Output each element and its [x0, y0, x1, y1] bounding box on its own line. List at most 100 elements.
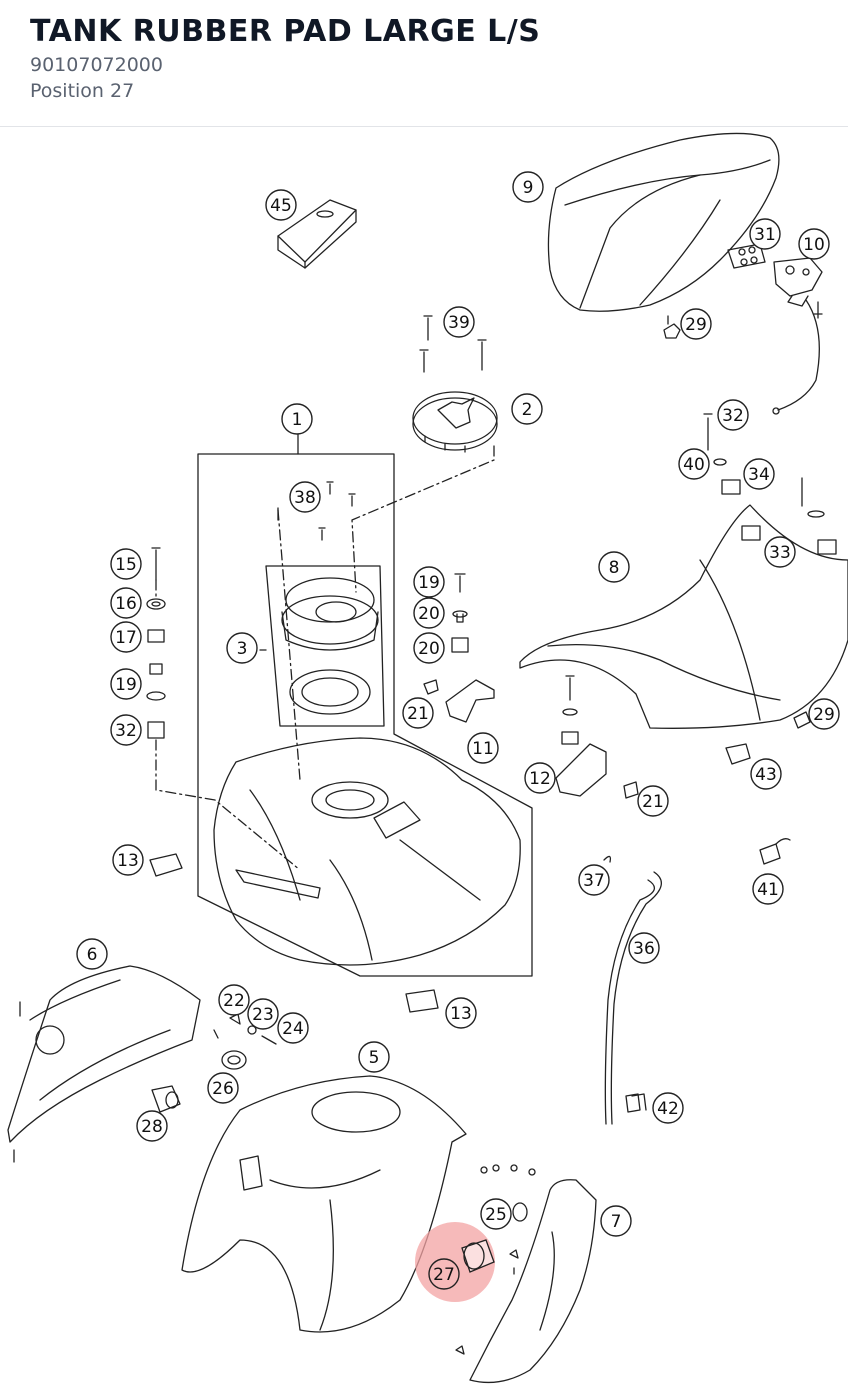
callout-circle — [467, 732, 499, 764]
callout-number: 45 — [270, 196, 292, 216]
callout-number: 40 — [683, 455, 705, 475]
callout-circle — [480, 1198, 512, 1230]
part-26 — [221, 1050, 247, 1070]
callout-circle — [281, 403, 313, 435]
highlight-position-27 — [415, 1222, 495, 1302]
part-number: 90107072000 — [30, 54, 163, 76]
callout-2: 2 — [511, 393, 543, 425]
callout-circle — [445, 997, 477, 1029]
callout-12: 12 — [524, 762, 556, 794]
callout-19: 19 — [110, 668, 142, 700]
callout-number: 38 — [294, 488, 316, 508]
callout-circle — [112, 844, 144, 876]
part-21-right — [623, 781, 639, 799]
callout-38: 38 — [289, 481, 321, 513]
callout-circle — [637, 785, 669, 817]
callout-circle — [717, 399, 749, 431]
part-hose-36 — [604, 871, 662, 1125]
callout-circle — [598, 551, 630, 583]
parts-middle-column — [423, 573, 495, 723]
callout-20: 20 — [413, 632, 445, 664]
callout-17: 17 — [110, 621, 142, 653]
callout-number: 20 — [418, 639, 440, 659]
callout-number: 25 — [485, 1205, 507, 1225]
callout-number: 7 — [611, 1212, 622, 1232]
callout-41: 41 — [752, 873, 784, 905]
callout-21: 21 — [402, 697, 434, 729]
callout-number: 13 — [450, 1004, 472, 1024]
callout-circle — [110, 714, 142, 746]
callout-29: 29 — [680, 308, 712, 340]
callout-circle — [226, 632, 258, 664]
callout-1: 1 — [281, 403, 313, 435]
callout-11: 11 — [467, 732, 499, 764]
part-28 — [151, 1085, 181, 1113]
callout-circle — [511, 393, 543, 425]
callout-circle — [743, 458, 775, 490]
callout-39: 39 — [443, 306, 475, 338]
callout-circle — [764, 536, 796, 568]
callout-36: 36 — [628, 932, 660, 964]
callout-32: 32 — [110, 714, 142, 746]
callout-number: 3 — [237, 639, 248, 659]
callout-22: 22 — [218, 984, 250, 1016]
page-header: TANK RUBBER PAD LARGE L/S 90107072000 Po… — [0, 0, 848, 127]
callout-circle — [247, 998, 279, 1030]
callout-45: 45 — [265, 189, 297, 221]
callout-circle — [413, 597, 445, 629]
callout-number: 20 — [418, 604, 440, 624]
callout-circle — [358, 1041, 390, 1073]
callout-37: 37 — [578, 864, 610, 896]
callout-26: 26 — [207, 1072, 239, 1104]
callout-number: 21 — [642, 792, 664, 812]
callout-number: 43 — [755, 765, 777, 785]
part-left-cover-6 — [7, 965, 201, 1163]
callout-16: 16 — [110, 587, 142, 619]
callout-circle — [277, 1012, 309, 1044]
callout-circle — [207, 1072, 239, 1104]
callout-circle — [110, 548, 142, 580]
part-clips-42 — [625, 1093, 647, 1113]
callout-circle — [578, 864, 610, 896]
callout-circle — [110, 587, 142, 619]
part-25 — [512, 1202, 528, 1222]
callout-number: 34 — [748, 465, 770, 485]
callout-circle — [678, 448, 710, 480]
callout-circle — [136, 1110, 168, 1142]
part-13-left — [149, 853, 183, 877]
callout-number: 41 — [757, 880, 779, 900]
callout-31: 31 — [749, 218, 781, 250]
callout-23: 23 — [247, 998, 279, 1030]
callout-number: 33 — [769, 543, 791, 563]
callout-circle — [808, 698, 840, 730]
part-13-center — [405, 989, 439, 1013]
callout-15: 15 — [110, 548, 142, 580]
callout-number: 29 — [813, 705, 835, 725]
parts-right-upper — [703, 413, 837, 555]
callout-number: 39 — [448, 313, 470, 333]
part-tank-cover-5 — [181, 1075, 467, 1333]
callout-19: 19 — [413, 566, 445, 598]
callout-number: 5 — [369, 1048, 380, 1068]
callout-24: 24 — [277, 1012, 309, 1044]
callout-circle — [798, 228, 830, 260]
callout-number: 21 — [407, 704, 429, 724]
callout-3: 3 — [226, 632, 258, 664]
callout-number: 6 — [87, 945, 98, 965]
callout-number: 31 — [754, 225, 776, 245]
callout-number: 22 — [223, 991, 245, 1011]
part-29-top — [663, 315, 681, 339]
callout-number: 28 — [141, 1117, 163, 1137]
callout-40: 40 — [678, 448, 710, 480]
callout-33: 33 — [764, 536, 796, 568]
callout-10: 10 — [798, 228, 830, 260]
assembly-frame-1 — [197, 431, 533, 977]
callout-circle — [402, 697, 434, 729]
callout-9: 9 — [512, 171, 544, 203]
part-fuel-tank — [213, 737, 521, 966]
callout-circle — [524, 762, 556, 794]
callout-number: 2 — [522, 400, 533, 420]
callout-27: 27 — [428, 1258, 460, 1290]
callout-circle — [110, 621, 142, 653]
